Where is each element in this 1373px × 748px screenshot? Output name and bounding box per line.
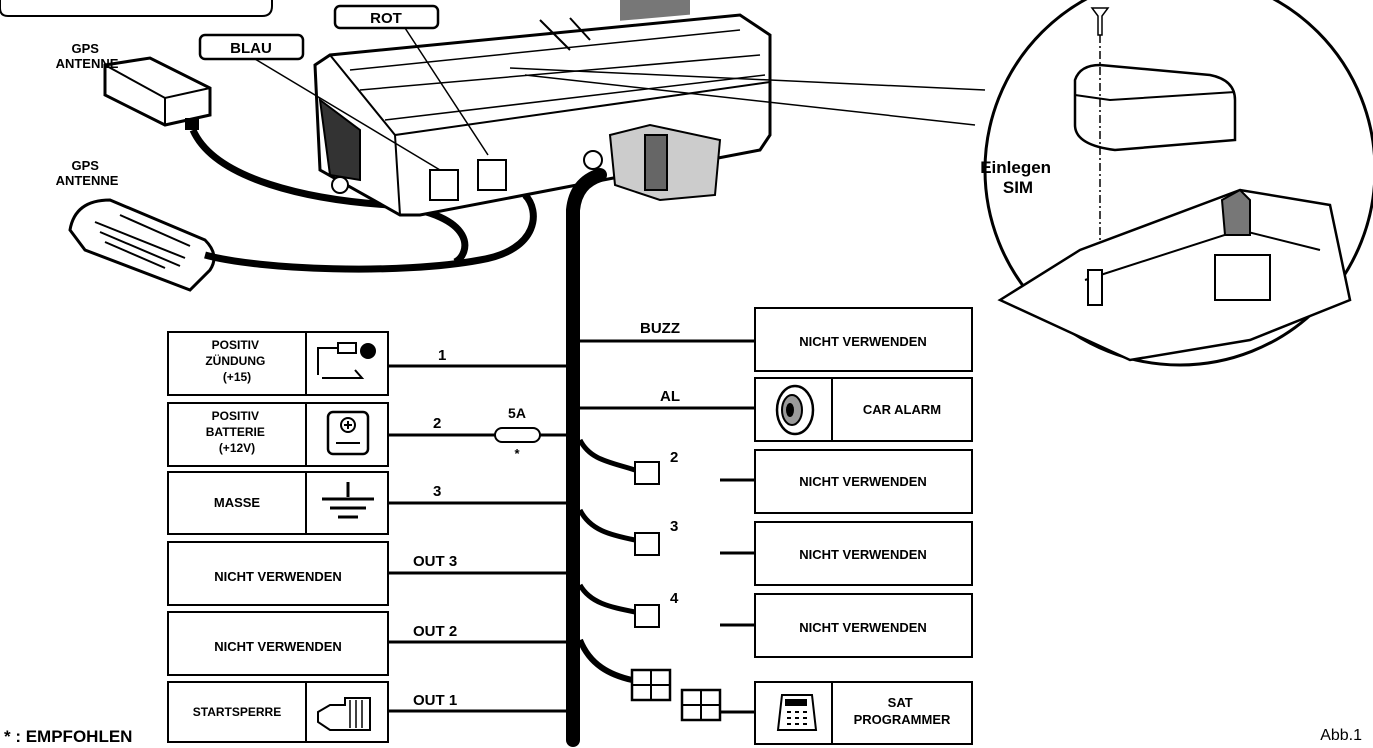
right-box-conn-3: NICHT VERWENDEN [754, 521, 973, 586]
svg-text:NICHT VERWENDEN: NICHT VERWENDEN [799, 334, 927, 349]
connector-2-icon [634, 461, 660, 485]
wire-label-out2: OUT 2 [413, 623, 457, 640]
wire-label-conn-2: 2 [670, 449, 678, 466]
gps-antenna-label-2: GPS ANTENNE [56, 158, 119, 188]
left-box-startsperre: STARTSPERRE [167, 681, 389, 743]
siren-icon [775, 384, 815, 436]
right-box-conn-2: NICHT VERWENDEN [754, 449, 973, 514]
fuse-note: * [514, 446, 520, 461]
rot-label: ROT [370, 10, 402, 27]
left-box-out3: NICHT VERWENDEN [167, 541, 389, 606]
gps-antenna-label-1: GPS ANTENNE [56, 41, 119, 71]
fuse-rating: 5A [508, 405, 526, 421]
programmer-icon [776, 694, 818, 731]
ignition-key-icon [317, 342, 376, 379]
starter-motor-icon [317, 697, 371, 731]
battery-icon [326, 410, 370, 456]
left-box-ignition: POSITIV ZÜNDUNG (+15) [167, 331, 389, 396]
wire-label-conn-3: 3 [670, 518, 678, 535]
blau-label: BLAU [230, 40, 272, 57]
right-box-conn-4: NICHT VERWENDEN [754, 593, 973, 658]
connector-3-icon [634, 532, 660, 556]
connector-4-icon [634, 604, 660, 628]
svg-text:NICHT VERWENDEN: NICHT VERWENDEN [799, 620, 927, 635]
wire-label-2: 2 [433, 415, 441, 432]
svg-text:POSITIV ZÜNDUNG (+: POSITIV ZÜNDUNG (+15) [205, 338, 268, 384]
wire-label-out3: OUT 3 [413, 553, 457, 570]
ground-icon [322, 482, 374, 519]
blau-tag [198, 33, 305, 61]
control-unit [313, 0, 772, 217]
svg-text:SAT PROGRAMMER: SAT PROGRAMMER [854, 695, 951, 727]
svg-text:POSITIV BATTERIE (: POSITIV BATTERIE (+12V) [206, 409, 268, 455]
top-left-frame [0, 0, 273, 17]
wire-label-conn-4: 4 [670, 590, 679, 607]
svg-text:NICHT VERWENDEN: NICHT VERWENDEN [799, 474, 927, 489]
svg-text:STARTSPERRE: STARTSPERRE [193, 705, 281, 719]
svg-text:CAR ALARM: CAR ALARM [863, 402, 941, 417]
sim-callout [983, 0, 1373, 367]
footnote: * : EMPFOHLEN [4, 727, 132, 746]
fuse-icon [494, 427, 541, 443]
wire-label-buzz: BUZZ [640, 320, 680, 337]
wire-label-al: AL [660, 388, 680, 405]
left-box-out2: NICHT VERWENDEN [167, 611, 389, 676]
wire-label-3: 3 [433, 483, 441, 500]
svg-text:NICHT VERWENDEN: NICHT VERWENDEN [799, 547, 927, 562]
wire-label-out1: OUT 1 [413, 692, 457, 709]
figure-label: Abb.1 [1320, 727, 1362, 744]
left-box-masse: MASSE [167, 471, 389, 535]
right-box-buzz: NICHT VERWENDEN [754, 307, 973, 372]
main-harness [566, 168, 607, 747]
svg-text:MASSE: MASSE [214, 495, 261, 510]
svg-text:NICHT VERWENDEN: NICHT VERWENDEN [214, 569, 342, 584]
gps-antenna-flat [68, 192, 537, 292]
wire-label-1: 1 [438, 347, 446, 364]
svg-text:NICHT VERWENDEN: NICHT VERWENDEN [214, 639, 342, 654]
sim-label: Einlegen SIM [980, 158, 1056, 197]
rot-tag [333, 4, 440, 30]
